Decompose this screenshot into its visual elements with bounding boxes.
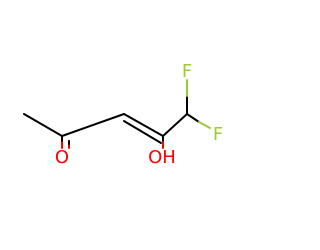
fluorine-lower-label: F <box>213 124 223 145</box>
bond-fluorine-lower <box>186 113 200 123</box>
carbonyl-oxygen-label: O <box>55 147 69 168</box>
skeletal-formula: O OH F F <box>23 61 223 168</box>
bond-methyl <box>23 113 63 137</box>
fluorine-upper-label: F <box>182 61 192 82</box>
bond-c3-c4 <box>123 113 164 137</box>
bond-c2-c3 <box>61 113 125 137</box>
bond-fluorine-lower <box>198 121 211 129</box>
bond-c4-c5 <box>162 113 188 137</box>
hydroxyl-label: OH <box>148 147 176 168</box>
bond-c3-c4-second <box>123 120 162 144</box>
